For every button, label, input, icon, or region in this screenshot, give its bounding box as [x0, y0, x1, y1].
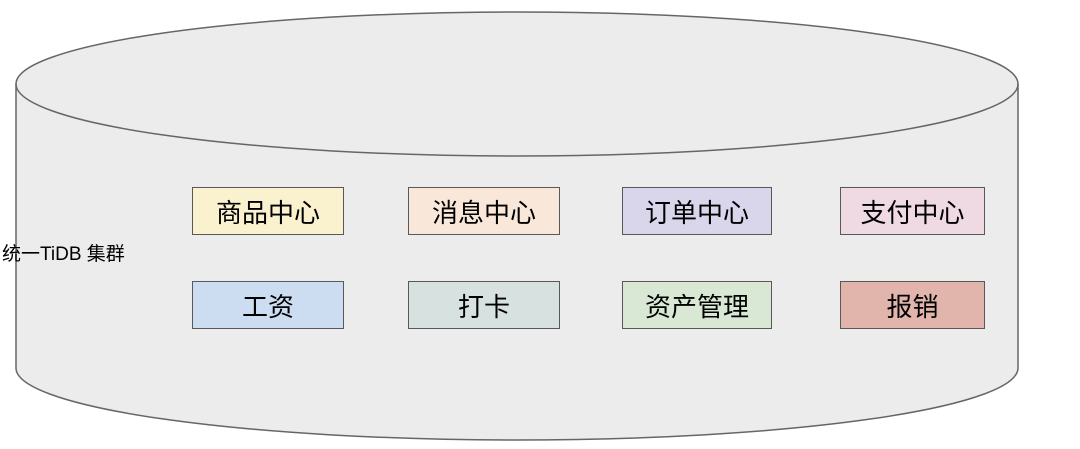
service-box-payment-center: 支付中心 — [840, 187, 985, 235]
service-box-order-center: 订单中心 — [622, 187, 772, 235]
service-box-salary: 工资 — [192, 281, 344, 329]
service-box-clock-in: 打卡 — [408, 281, 560, 329]
cluster-label: 统一TiDB 集群 — [2, 244, 125, 265]
service-box-asset-management: 资产管理 — [622, 281, 772, 329]
cylinder-top-rim — [15, 83, 1019, 157]
service-box-reimbursement: 报销 — [840, 281, 985, 329]
service-box-product-center: 商品中心 — [192, 187, 344, 235]
service-box-message-center: 消息中心 — [408, 187, 560, 235]
